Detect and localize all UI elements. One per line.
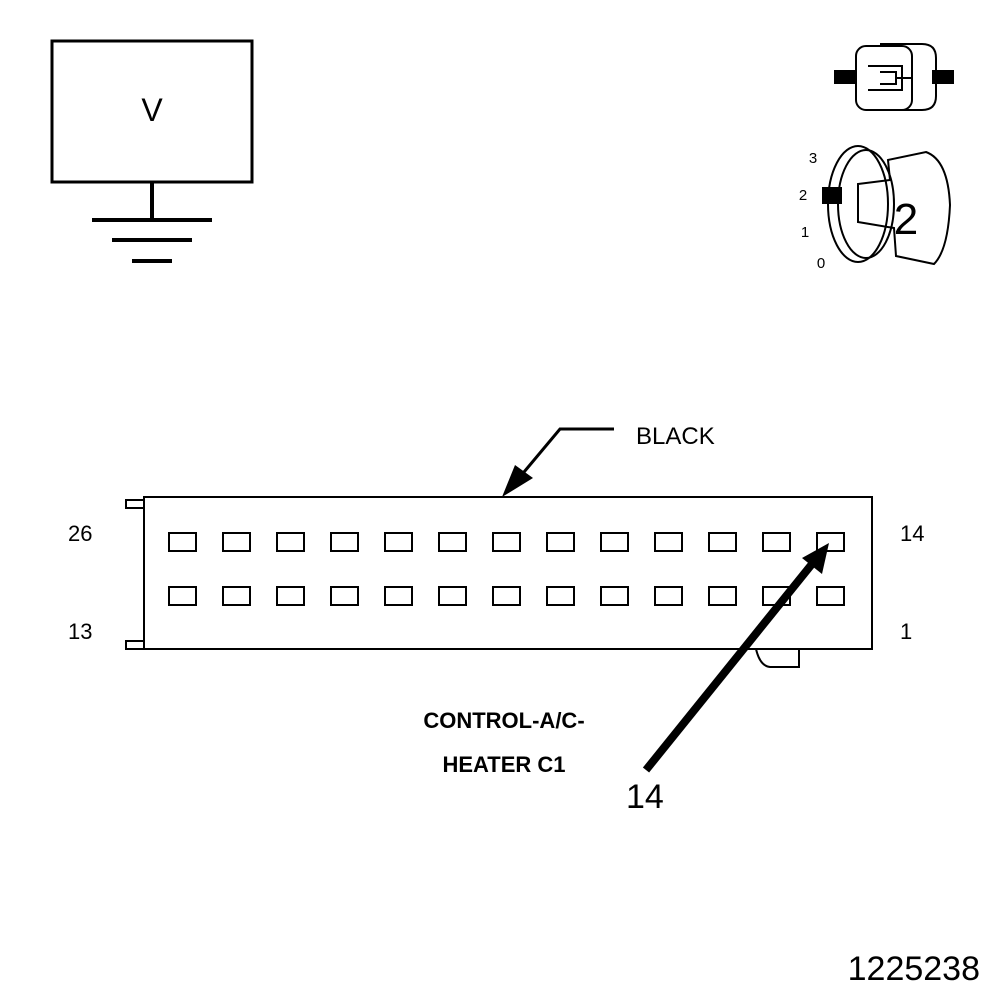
pin-cavity <box>654 532 683 552</box>
connector-color-label: BLACK <box>636 423 715 450</box>
pin-cavity <box>276 532 305 552</box>
probe-pin-label: 14 <box>626 778 664 816</box>
pin-cavity <box>384 532 413 552</box>
ignition-position-label: 3 <box>809 150 817 167</box>
pin-cavity <box>600 586 629 606</box>
pin-label-bottom-right: 1 <box>900 619 912 644</box>
pin-cavity <box>222 532 251 552</box>
ignition-selected-position: 2 <box>894 195 918 244</box>
pin-cavity <box>492 586 521 606</box>
pin-label-bottom-left: 13 <box>68 619 92 644</box>
pin-cavity <box>276 586 305 606</box>
connector-name-line1: CONTROL-A/C- <box>423 708 584 733</box>
pin-cavity <box>168 532 197 552</box>
disconnected-connector-icon <box>834 43 954 111</box>
pin-row-bottom <box>168 586 845 606</box>
connector-body <box>125 496 873 668</box>
ignition-position-label: 0 <box>817 255 825 272</box>
pin-label-top-right: 14 <box>900 521 924 546</box>
pin-cavity <box>600 532 629 552</box>
pin-cavity <box>816 586 845 606</box>
voltmeter-icon: V <box>50 39 254 263</box>
pin-cavity <box>708 586 737 606</box>
pin-cavity <box>708 532 737 552</box>
probe-arrow: 14 <box>626 543 829 816</box>
pin-row-top <box>168 532 845 552</box>
connector-name-line2: HEATER C1 <box>442 752 565 777</box>
pin-cavity <box>762 532 791 552</box>
pin-cavity <box>330 532 359 552</box>
ignition-indicator <box>822 187 842 204</box>
pin-cavity <box>438 586 467 606</box>
figure-id: 1225238 <box>848 950 980 988</box>
pin-label-top-left: 26 <box>68 521 92 546</box>
voltmeter-symbol: V <box>141 92 163 128</box>
pin-cavity <box>438 532 467 552</box>
ignition-switch-icon: 3 2 1 0 2 <box>799 145 952 272</box>
color-callout: BLACK <box>502 423 715 497</box>
pin-cavity <box>546 586 575 606</box>
pin-cavity <box>330 586 359 606</box>
ground-icon <box>92 218 212 263</box>
pin-cavity <box>168 586 197 606</box>
pin-cavity <box>384 586 413 606</box>
pin-cavity <box>222 586 251 606</box>
pin-cavity <box>546 532 575 552</box>
pin-cavity <box>654 586 683 606</box>
pin-cavity <box>492 532 521 552</box>
ignition-position-label: 1 <box>801 224 809 241</box>
ignition-position-label: 2 <box>799 187 807 204</box>
